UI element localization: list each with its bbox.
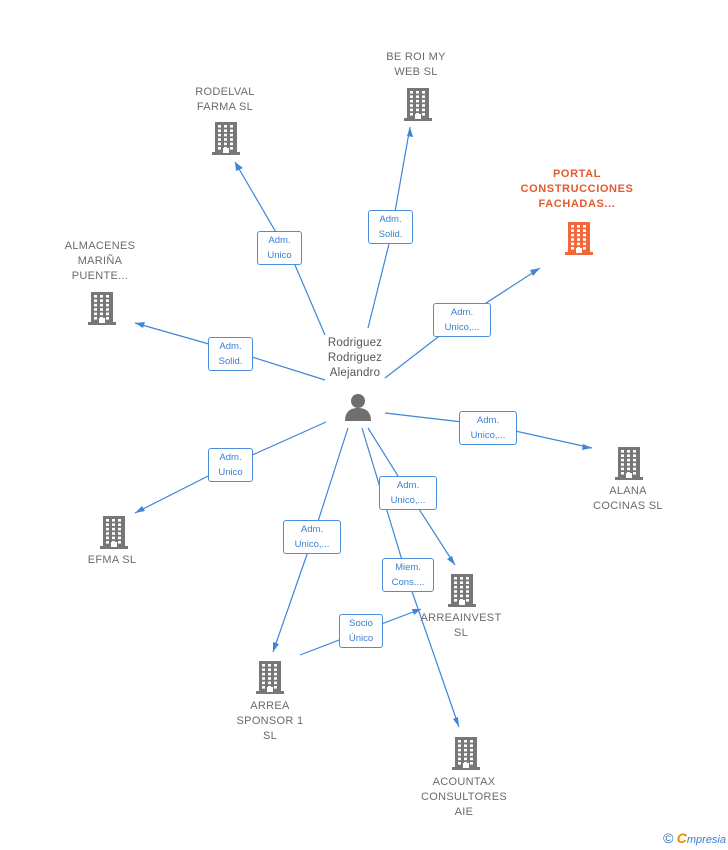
relation-detail: Solid. [218, 356, 243, 367]
company-label-acountax[interactable]: ACOUNTAX CONSULTORES AIE [420, 776, 508, 818]
relation-detail: Cons.... [391, 577, 425, 588]
company-label-portal[interactable]: PORTAL CONSTRUCCIONES FACHADAS... [520, 168, 634, 210]
brand-logo-text: mpresia [686, 834, 726, 846]
relation-role: Adm. [379, 214, 402, 225]
relation-label-portal[interactable]: Adm. Unico,... [433, 303, 491, 337]
relation-role: Adm. [396, 480, 420, 491]
edge-rodelval [234, 161, 326, 336]
relation-role: Adm. [268, 235, 291, 246]
company-label-rodelval[interactable]: RODELVAL FARMA SL [195, 86, 255, 113]
building-icon[interactable] [210, 120, 242, 161]
relation-label-acountax[interactable]: Miem. Cons.... [382, 558, 434, 592]
relation-detail: Unico [267, 250, 292, 261]
relation-role: Socio [349, 618, 373, 629]
relation-label-sponsor[interactable]: Adm. Unico,... [283, 520, 341, 554]
building-icon[interactable] [450, 735, 482, 776]
copyright-icon: © [663, 830, 674, 846]
relation-role: Adm. [219, 452, 242, 463]
company-label-alana[interactable]: ALANA COCINAS SL [593, 485, 663, 512]
relation-detail: Unico,... [444, 322, 480, 333]
company-label-almacenes[interactable]: ALMACENES MARIÑA PUENTE... [64, 240, 136, 282]
company-label-arreasponsor[interactable]: ARREA SPONSOR 1 SL [236, 700, 304, 742]
relation-detail: Unico [218, 467, 243, 478]
building-icon[interactable] [446, 572, 478, 613]
company-label-arreainvest[interactable]: ARREAINVEST SL [420, 612, 502, 639]
company-label-efma[interactable]: EFMA SL [87, 554, 137, 566]
relation-label-arreainvest[interactable]: Adm. Unico,... [379, 476, 437, 510]
footer-brand[interactable]: © Cmpresia [663, 830, 726, 846]
relation-label-efma[interactable]: Adm. Unico [208, 448, 253, 482]
building-icon[interactable] [254, 659, 286, 700]
relation-label-socio[interactable]: Socio Único [339, 614, 383, 648]
building-icon[interactable] [86, 290, 118, 331]
building-icon-highlighted[interactable] [563, 220, 595, 261]
relation-label-alana[interactable]: Adm. Unico,... [459, 411, 517, 445]
relation-detail: Unico,... [390, 495, 426, 506]
relation-detail: Solid. [378, 229, 403, 240]
building-icon[interactable] [613, 445, 645, 486]
relation-role: Adm. [300, 524, 324, 535]
relation-detail: Unico,... [470, 430, 506, 441]
relation-role: Adm. [219, 341, 242, 352]
company-label-beroi[interactable]: BE ROI MY WEB SL [386, 51, 446, 78]
building-icon[interactable] [98, 514, 130, 555]
relation-label-rodelval[interactable]: Adm. Unico [257, 231, 302, 265]
relation-detail: Unico,... [294, 539, 330, 550]
building-icon[interactable] [402, 86, 434, 127]
relation-label-almacenes[interactable]: Adm. Solid. [208, 337, 253, 371]
relation-role: Adm. [450, 307, 474, 318]
person-icon[interactable] [343, 392, 373, 427]
relation-label-beroi[interactable]: Adm. Solid. [368, 210, 413, 244]
relation-role: Adm. [476, 415, 500, 426]
center-person-label[interactable]: Rodriguez Rodriguez Alejandro [327, 337, 383, 379]
relation-role: Miem. [395, 562, 421, 573]
relation-detail: Único [348, 633, 374, 644]
brand-logo-initial: C [676, 830, 687, 846]
